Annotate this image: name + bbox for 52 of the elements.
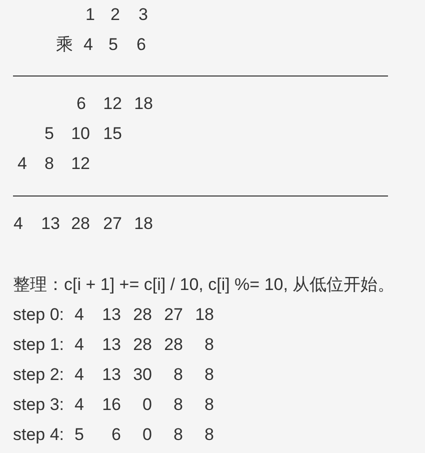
digit: 3 <box>138 5 148 25</box>
digit: 2 <box>110 5 120 25</box>
operator-label: 乘 <box>56 35 73 55</box>
step-value: 28 <box>164 335 183 355</box>
step-value: 13 <box>102 365 121 385</box>
step-label: step 4: <box>13 425 64 445</box>
step-value: 4 <box>74 395 84 415</box>
step-label: step 0: <box>13 305 64 325</box>
step-value: 8 <box>174 395 183 415</box>
step-value: 27 <box>164 305 183 325</box>
sum-value: 28 <box>71 214 90 234</box>
step-value: 13 <box>102 335 121 355</box>
partial-product: 8 <box>44 154 54 174</box>
step-value: 16 <box>102 395 121 415</box>
step-value: 13 <box>102 305 121 325</box>
step-value: 28 <box>133 305 152 325</box>
sum-value: 13 <box>41 214 60 234</box>
step-value: 4 <box>74 335 84 355</box>
step-value: 8 <box>174 365 183 385</box>
step-value: 6 <box>112 425 121 445</box>
step-value: 8 <box>204 365 214 385</box>
sum-value: 18 <box>134 214 153 234</box>
partial-product: 12 <box>103 94 122 114</box>
step-value: 0 <box>142 395 152 415</box>
digit: 6 <box>136 35 146 55</box>
step-value: 8 <box>204 395 214 415</box>
digit: 4 <box>84 35 93 55</box>
step-value: 28 <box>133 335 152 355</box>
partial-product: 15 <box>103 124 122 144</box>
note-text: 整理：c[i + 1] += c[i] / 10, c[i] %= 10, 从低位开始。 <box>13 275 395 295</box>
partial-product: 12 <box>71 154 90 174</box>
partial-product: 5 <box>44 124 54 144</box>
sum-value: 4 <box>14 214 23 234</box>
step-value: 4 <box>74 305 84 325</box>
step-value: 8 <box>174 425 183 445</box>
sum-value: 27 <box>103 214 122 234</box>
step-value: 0 <box>142 425 152 445</box>
digit: 5 <box>108 35 118 55</box>
digit: 1 <box>86 5 95 25</box>
partial-product: 10 <box>71 124 90 144</box>
step-value: 8 <box>204 335 214 355</box>
step-label: step 3: <box>13 395 64 415</box>
step-value: 18 <box>195 305 214 325</box>
step-label: step 2: <box>13 365 64 385</box>
step-value: 8 <box>204 425 214 445</box>
step-value: 4 <box>74 365 84 385</box>
step-value: 30 <box>133 365 152 385</box>
step-value: 5 <box>74 425 84 445</box>
step-label: step 1: <box>13 335 64 355</box>
partial-product: 4 <box>18 154 27 174</box>
partial-product: 18 <box>134 94 153 114</box>
partial-product: 6 <box>76 94 86 114</box>
